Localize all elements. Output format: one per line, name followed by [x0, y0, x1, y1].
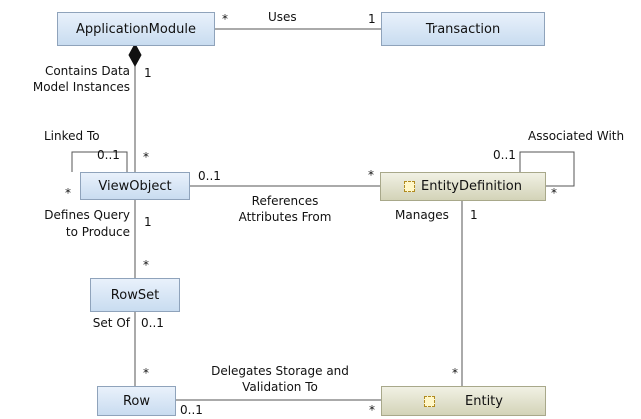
defines-query-label-line1: Defines Query [44, 208, 130, 222]
mult-associated-zero-one: 0..1 [493, 148, 516, 162]
linked-to-connector [71, 151, 128, 172]
mult-references-many: * [368, 168, 374, 182]
class-row-label: Row [122, 393, 151, 409]
references-label-line1: References [251, 194, 319, 208]
class-entity[interactable]: Entity [381, 386, 546, 416]
entity-icon [424, 395, 436, 407]
mult-defines-one: 1 [144, 215, 152, 229]
mult-delegates-many: * [369, 403, 375, 417]
mult-entity-manages-many: * [452, 366, 458, 380]
associated-with-label: Associated With [528, 129, 625, 143]
class-row-set-label: RowSet [110, 287, 160, 303]
mult-linked-many: * [65, 186, 71, 200]
mult-app-module-uses: * [222, 12, 228, 26]
mult-viewobject-contains: * [143, 150, 149, 164]
entity-icon [404, 181, 416, 192]
uses-label: Uses [268, 10, 297, 24]
manages-label: Manages [395, 208, 449, 222]
class-application-module-label: ApplicationModule [76, 21, 196, 37]
mult-set-of-zero-one: 0..1 [141, 316, 164, 330]
contains-label-line2: Model Instances [32, 80, 130, 94]
class-entity-definition[interactable]: EntityDefinition [380, 172, 546, 201]
mult-transaction-uses: 1 [368, 12, 376, 26]
mult-rowset-many: * [143, 258, 149, 272]
class-row[interactable]: Row [97, 386, 176, 416]
mult-delegates-zero-one: 0..1 [180, 403, 203, 417]
class-row-set[interactable]: RowSet [90, 278, 180, 312]
class-entity-definition-label: EntityDefinition [421, 179, 522, 194]
mult-manages-one: 1 [470, 208, 478, 222]
mult-contains-one: 1 [144, 66, 152, 80]
mult-row-many: * [143, 366, 149, 380]
mult-associated-many: * [551, 186, 557, 200]
mult-references-zero-one: 0..1 [198, 169, 221, 183]
linked-to-label: Linked To [44, 129, 100, 143]
delegates-label-line2: Validation To [242, 380, 318, 394]
set-of-label: Set Of [92, 316, 130, 330]
class-transaction-label: Transaction [425, 21, 501, 37]
delegates-label-line1: Delegates Storage and [211, 364, 349, 378]
associated-with-connector [519, 151, 575, 187]
references-label-line2: Attributes From [238, 210, 332, 224]
class-application-module[interactable]: ApplicationModule [57, 12, 215, 46]
defines-query-label-line2: to Produce [65, 225, 130, 239]
contains-label-line1: Contains Data [44, 64, 130, 78]
class-view-object-label: ViewObject [98, 178, 172, 194]
mult-linked-zero-one: 0..1 [97, 148, 120, 162]
class-view-object[interactable]: ViewObject [80, 172, 190, 200]
composition-diamond [128, 42, 142, 68]
class-transaction[interactable]: Transaction [381, 12, 545, 46]
class-entity-label: Entity [465, 393, 503, 409]
